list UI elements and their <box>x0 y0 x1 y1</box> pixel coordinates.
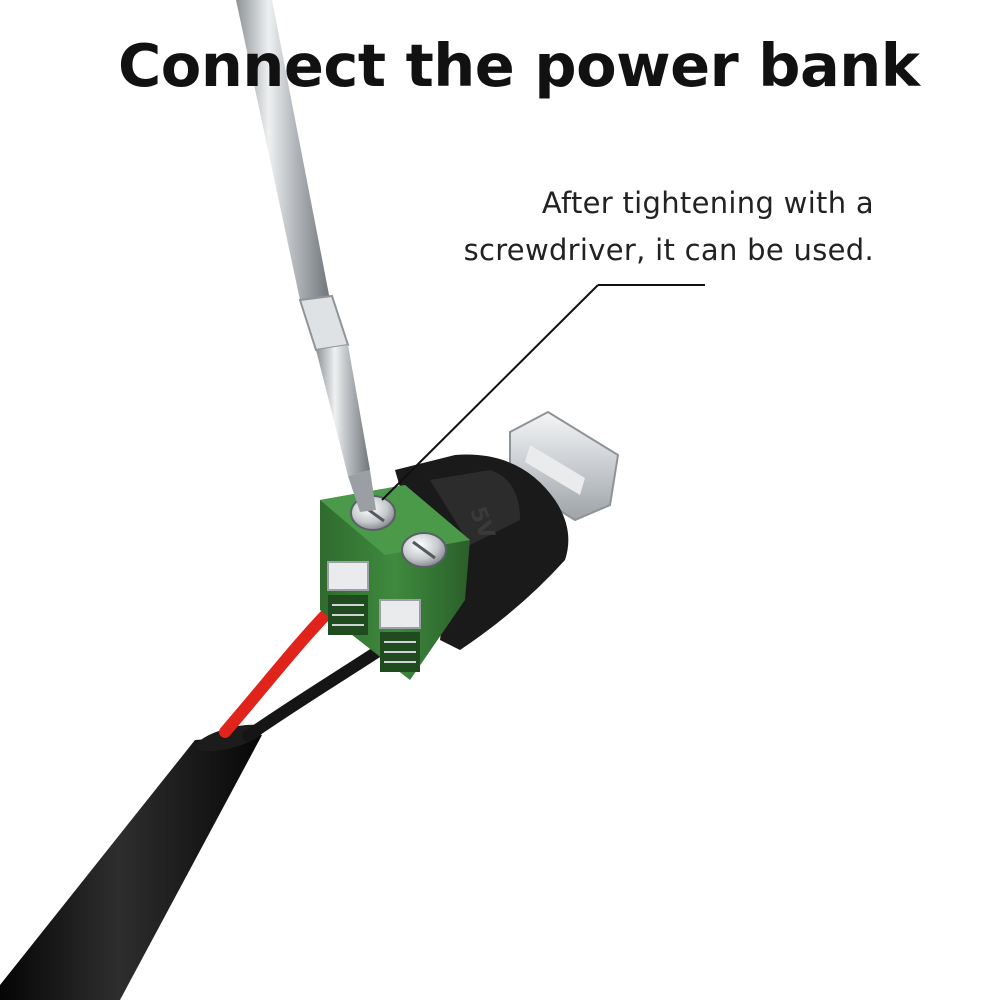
terminal-block <box>320 485 470 680</box>
terminal-slot-1 <box>327 561 369 635</box>
callout-line-1: After tightening with a <box>541 186 874 220</box>
connector-housing <box>395 454 569 650</box>
callout-line-2: screwdriver, it can be used. <box>463 233 874 267</box>
callout-leader <box>381 284 705 501</box>
usb-c-connector: 5V <box>395 410 620 650</box>
cable <box>0 724 264 1000</box>
page-title: Connect the power bank <box>118 31 920 100</box>
screwdriver <box>236 0 376 512</box>
terminal-slot-2 <box>379 599 421 672</box>
callout-text: After tightening with a screwdriver, it … <box>394 180 874 274</box>
screw-2 <box>401 532 447 568</box>
